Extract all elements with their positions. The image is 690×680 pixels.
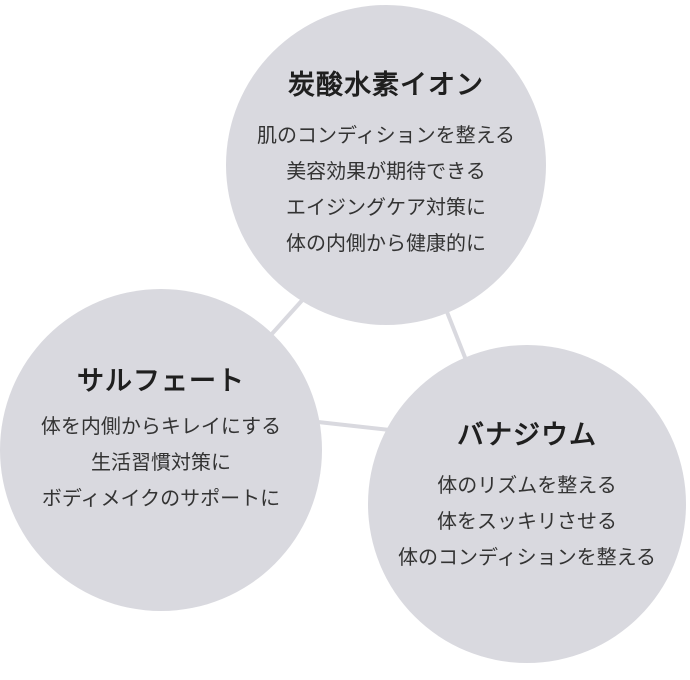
connector-carbonate-sulfate [268,294,308,338]
node-carbonate-title: 炭酸水素イオン [288,70,484,101]
node-carbonate-line: エイジングケア対策に [286,195,486,219]
node-vanadium-title: バナジウム [457,420,597,451]
node-sulfate-line: ボディメイクのサポートに [41,486,281,510]
node-carbonate-line: 美容効果が期待できる [286,159,486,183]
node-vanadium-lines: 体のリズムを整える 体をスッキリさせる 体のコンディションを整える [368,467,686,575]
node-sulfate-title: サルフェート [77,366,245,397]
node-carbonate-line: 体の内側から健康的に [286,231,486,255]
node-carbonate-circle: 炭酸水素イオン 肌のコンディションを整える 美容効果が期待できる エイジングケア… [226,5,546,325]
node-vanadium-line: 体をスッキリさせる [437,509,617,533]
node-sulfate-lines: 体を内側からキレイにする 生活習慣対策に ボディメイクのサポートに [0,408,322,516]
node-sulfate-circle: サルフェート 体を内側からキレイにする 生活習慣対策に ボディメイクのサポートに [0,289,322,611]
node-vanadium-line: 体のコンディションを整える [398,545,656,569]
node-sulfate-line: 体を内側からキレイにする [40,414,282,438]
node-carbonate-line: 肌のコンディションを整える [257,123,515,147]
node-carbonate-lines: 肌のコンディションを整える 美容効果が期待できる エイジングケア対策に 体の内側… [226,117,546,261]
node-vanadium-line: 体のリズムを整える [437,473,617,497]
node-vanadium-circle: バナジウム 体のリズムを整える 体をスッキリさせる 体のコンディションを整える [368,345,686,663]
connector-carbonate-vanadium [445,311,468,361]
node-sulfate-line: 生活習慣対策に [91,450,231,474]
connector-sulfate-vanadium [317,420,391,432]
